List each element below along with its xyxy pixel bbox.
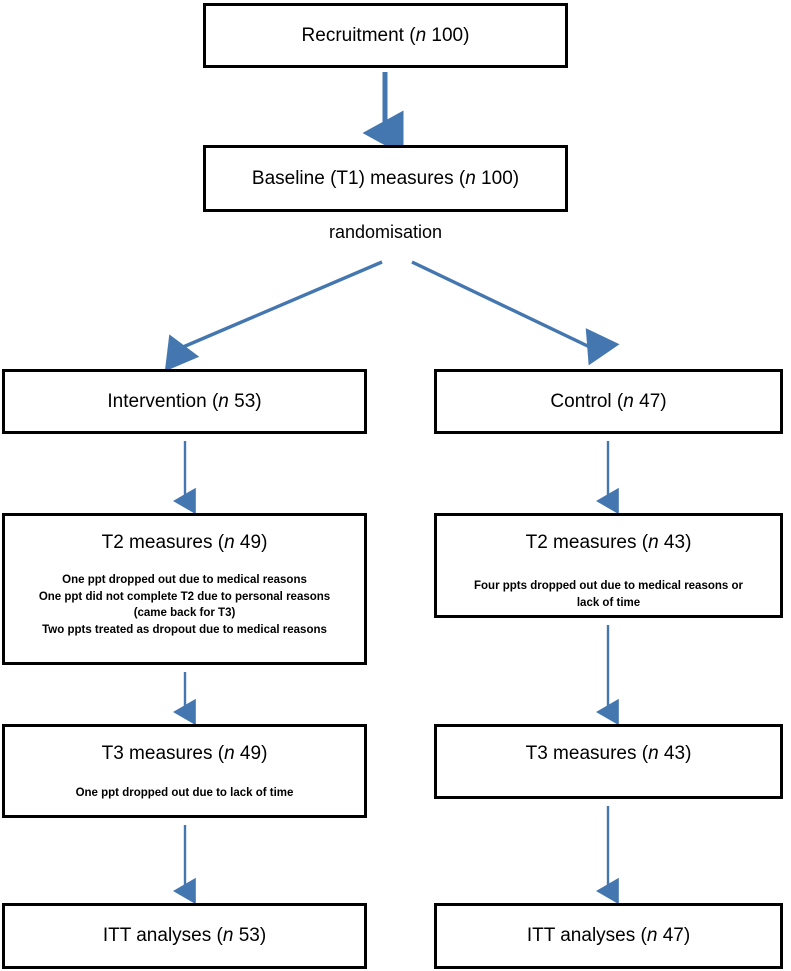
node-itt-left-title: ITT analyses (n 53) bbox=[102, 925, 267, 947]
node-t2-measures-control: T2 measures (n 43) Four ppts dropped out… bbox=[434, 513, 783, 618]
node-itt-analyses-intervention: ITT analyses (n 53) bbox=[2, 903, 367, 969]
node-baseline-title: Baseline (T1) measures (n 100) bbox=[251, 167, 520, 189]
node-control: Control (n 47) bbox=[434, 369, 783, 434]
node-recruitment-title: Recruitment (n 100) bbox=[301, 24, 470, 46]
note-line: One ppt did not complete T2 due to perso… bbox=[38, 590, 331, 603]
node-intervention: Intervention (n 53) bbox=[2, 369, 367, 434]
note-line: One ppt dropped out due to lack of time bbox=[75, 786, 294, 799]
node-itt-right-title: ITT analyses (n 47) bbox=[526, 925, 691, 947]
node-itt-analyses-control: ITT analyses (n 47) bbox=[434, 903, 783, 969]
note-line: One ppt dropped out due to medical reaso… bbox=[62, 573, 307, 586]
arrow-randomisation-to-control bbox=[411, 260, 620, 366]
note-line: (came back for T3) bbox=[133, 607, 236, 620]
node-t2-left-title: T2 measures (n 49) bbox=[101, 532, 268, 553]
randomisation-label: randomisation bbox=[328, 222, 443, 242]
node-t3-left-notes: One ppt dropped out due to lack of time bbox=[76, 785, 294, 802]
node-t3-measures-intervention: T3 measures (n 49) One ppt dropped out d… bbox=[2, 724, 367, 818]
node-t2-measures-intervention: T2 measures (n 49) One ppt dropped out d… bbox=[2, 513, 367, 665]
node-baseline-measures: Baseline (T1) measures (n 100) bbox=[203, 145, 568, 212]
arrow-randomisation-to-intervention bbox=[164, 260, 383, 372]
node-t2-left-notes: One ppt dropped out due to medical reaso… bbox=[39, 572, 330, 639]
node-t3-left-title: T3 measures (n 49) bbox=[101, 743, 268, 764]
node-intervention-title: Intervention (n 53) bbox=[107, 390, 262, 412]
node-t3-measures-control: T3 measures (n 43) bbox=[434, 724, 783, 799]
node-t2-right-title: T2 measures (n 43) bbox=[525, 532, 692, 553]
node-recruitment: Recruitment (n 100) bbox=[203, 3, 568, 68]
node-t2-right-notes: Four ppts dropped out due to medical rea… bbox=[474, 578, 743, 611]
note-line: Two ppts treated as dropout due to medic… bbox=[42, 623, 327, 636]
node-control-title: Control (n 47) bbox=[550, 390, 667, 412]
note-line: lack of time bbox=[576, 596, 641, 609]
node-t3-right-title: T3 measures (n 43) bbox=[525, 743, 692, 764]
note-line: Four ppts dropped out due to medical rea… bbox=[474, 579, 743, 592]
